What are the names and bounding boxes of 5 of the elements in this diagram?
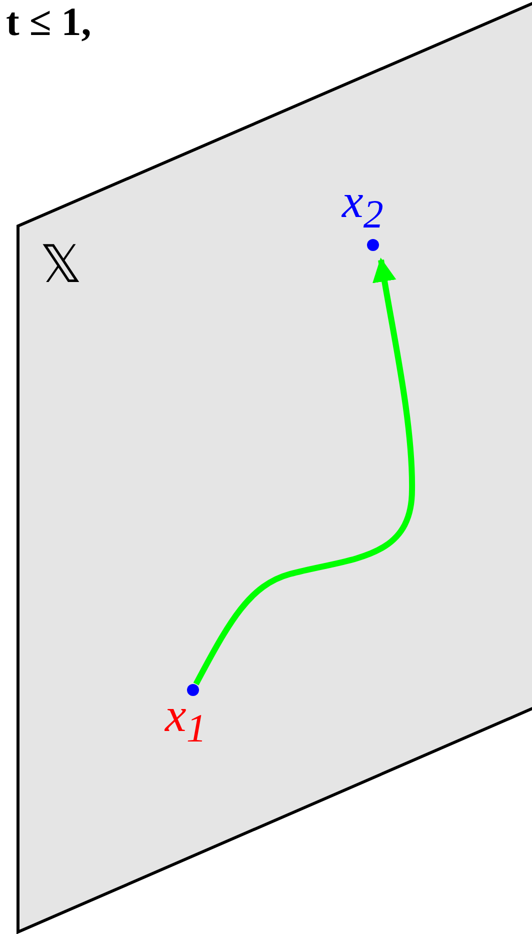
curved-arrow — [193, 258, 415, 686]
plane-label: 𝕏 — [40, 240, 82, 292]
formula-text: t ≤ 1, — [6, 2, 92, 42]
point-label: x$_{2}$ — [342, 178, 384, 235]
point-label: x$_{1}$ — [165, 692, 206, 749]
